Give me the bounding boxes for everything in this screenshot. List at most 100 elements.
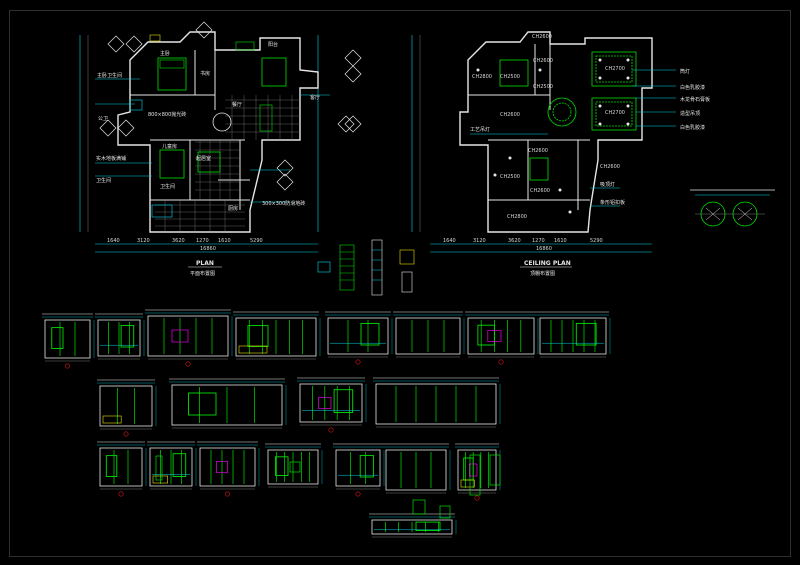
dim-label: 1270: [532, 238, 545, 244]
light-fixtures: [476, 58, 630, 214]
room-label: 800×800抛光砖: [148, 111, 186, 118]
elevation-view: [369, 513, 457, 538]
section-markers: [99, 21, 362, 191]
legend-note: 白色乳胶漆: [680, 124, 705, 131]
ceiling-leader-lines: [470, 69, 676, 207]
level-label: CH2500: [533, 84, 553, 90]
level-label: CH2600: [532, 34, 552, 40]
level-label: CH2600: [500, 112, 520, 118]
elevation-view: [297, 377, 367, 433]
ceiling-title-en: CEILING PLAN: [524, 260, 571, 267]
elevation-view: [95, 313, 145, 360]
dim-total: 16860: [200, 246, 216, 252]
detail-fragment: [469, 454, 481, 496]
dim-label: 5290: [250, 238, 263, 244]
dining-table: [212, 112, 232, 132]
room-labels: 主卧 书房 阳台 主卧卫生间 客厅 餐厅 公卫 儿童房 卫生间 起居室 厨房 8…: [96, 41, 320, 212]
room-label: 阳台: [268, 41, 278, 48]
legend-note: 木龙骨石膏板: [680, 96, 710, 103]
plan-title-cn: 平面布置图: [190, 270, 215, 277]
elevation-drawings: [42, 309, 611, 538]
dim-label: 3120: [137, 238, 150, 244]
room-label: 公卫: [98, 116, 108, 122]
room-label: 卫生间: [160, 183, 175, 190]
room-label: 儿童房: [162, 143, 177, 150]
room-label: 实木地板满铺: [96, 155, 126, 162]
legend-note: 条形铝扣板: [600, 199, 625, 206]
level-label: CH2700: [605, 110, 625, 116]
bed-master: [157, 57, 187, 91]
level-label: CH2600: [533, 58, 553, 64]
detail-fragment: [412, 499, 426, 515]
level-label: CH2600: [600, 164, 620, 170]
room-label: 起居室: [196, 155, 211, 162]
dim-label: 1640: [107, 238, 120, 244]
elevation-view: [42, 313, 95, 369]
ceiling-interior-walls: [468, 44, 590, 210]
floor-tile-hatch: [155, 95, 300, 232]
dim-label: 1640: [443, 238, 456, 244]
leader-lines: [95, 78, 330, 203]
elevation-view: [169, 378, 287, 429]
legend-note: 造型吊顶: [680, 110, 700, 117]
floor-plan-outline: [117, 31, 319, 233]
detail-fragment: [155, 455, 163, 481]
elevation-view: [145, 309, 233, 367]
room-label: 书房: [200, 70, 210, 77]
level-label: CH2600: [528, 148, 548, 154]
interior-walls: [130, 50, 250, 210]
level-label: CH2500: [500, 74, 520, 80]
room-label: 主卧卫生间: [97, 72, 122, 79]
level-label: CH2500: [500, 174, 520, 180]
ceiling-plan: CH2600 CH2800 CH2600 CH2700 CH2500 CH250…: [411, 31, 710, 277]
detail-fragment: [439, 505, 451, 519]
bed-child: [159, 149, 185, 179]
elevation-view: [97, 379, 157, 437]
sofa: [261, 57, 287, 87]
ceiling-dimension-labels: 1640 3120 3620 1270 1610 5290 16860: [443, 238, 603, 252]
elevation-view: [373, 377, 501, 428]
dim-label: 3620: [172, 238, 185, 244]
ceiling-coffers: [499, 51, 637, 181]
dim-label: 5290: [590, 238, 603, 244]
elevation-view: [233, 311, 321, 360]
elevation-view: [537, 311, 611, 358]
room-label: 卫生间: [96, 177, 111, 184]
detail-fragment: [289, 461, 301, 473]
detail-fragment: [489, 454, 501, 486]
room-label: 厨房: [228, 205, 238, 212]
elevation-view: [465, 311, 539, 365]
stair-detail: [317, 239, 415, 296]
legend-note: 吸顶灯: [600, 181, 615, 188]
elevation-view: [325, 311, 393, 365]
elevation-view: [333, 443, 385, 497]
bed-guest: [197, 151, 221, 173]
legend-note: 白色乳胶漆: [680, 84, 705, 91]
room-label: 300×300防滑地砖: [262, 200, 305, 207]
elevation-view: [197, 441, 260, 497]
plan-title-en: PLAN: [196, 260, 214, 267]
level-label: CH2600: [530, 188, 550, 194]
elevation-view: [97, 441, 147, 497]
dimension-labels: 1640 3120 3620 1270 1610 5290 16860: [107, 238, 263, 252]
legend-note: 筒灯: [680, 68, 690, 75]
dim-label: 1270: [196, 238, 209, 244]
dim-label: 3620: [508, 238, 521, 244]
level-label: CH2800: [472, 74, 492, 80]
room-label: 主卧: [160, 50, 170, 57]
ceiling-level-labels: CH2600 CH2800 CH2600 CH2700 CH2500 CH250…: [472, 34, 625, 220]
room-label: 客厅: [310, 94, 320, 101]
sheet-border: [9, 10, 791, 557]
dim-total: 16860: [536, 246, 552, 252]
ceiling-legend-notes: 筒灯 白色乳胶漆 木龙骨石膏板 造型吊顶 白色乳胶漆 工艺吊灯 吸顶灯 条形铝扣…: [470, 68, 710, 206]
ceiling-plan-outline: [459, 31, 653, 233]
level-label: CH2800: [507, 214, 527, 220]
elevation-view: [383, 443, 451, 494]
legend-note: 工艺吊灯: [470, 126, 490, 133]
level-label: CH2700: [605, 66, 625, 72]
ceiling-section-detail: [690, 189, 775, 227]
dim-label: 1610: [554, 238, 567, 244]
elevation-view: [147, 441, 197, 490]
elevation-view: [455, 443, 501, 501]
